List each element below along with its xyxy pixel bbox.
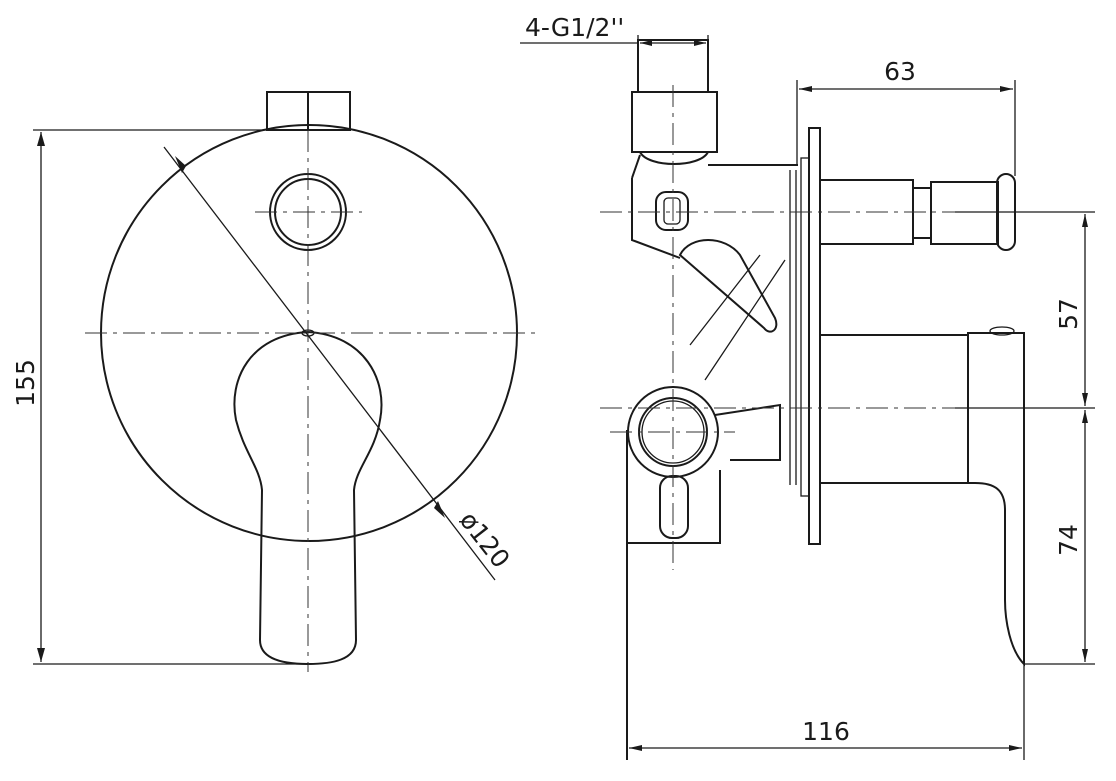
dim-label-74: 74 <box>1054 524 1083 556</box>
dim-label-63: 63 <box>884 57 916 86</box>
side-view <box>520 35 1095 760</box>
dim-label-155: 155 <box>11 359 40 407</box>
front-view <box>33 91 535 672</box>
dim-label-diameter: ø120 <box>454 506 516 574</box>
dim-label-57: 57 <box>1054 298 1083 330</box>
wall-plate <box>808 127 821 545</box>
cartridge-body <box>819 334 969 484</box>
dim-label-116: 116 <box>802 717 850 746</box>
top-inlet-fitting <box>631 91 718 153</box>
dim-label-thread: 4-G1/2'' <box>525 13 624 42</box>
handle-profile <box>967 332 1025 667</box>
